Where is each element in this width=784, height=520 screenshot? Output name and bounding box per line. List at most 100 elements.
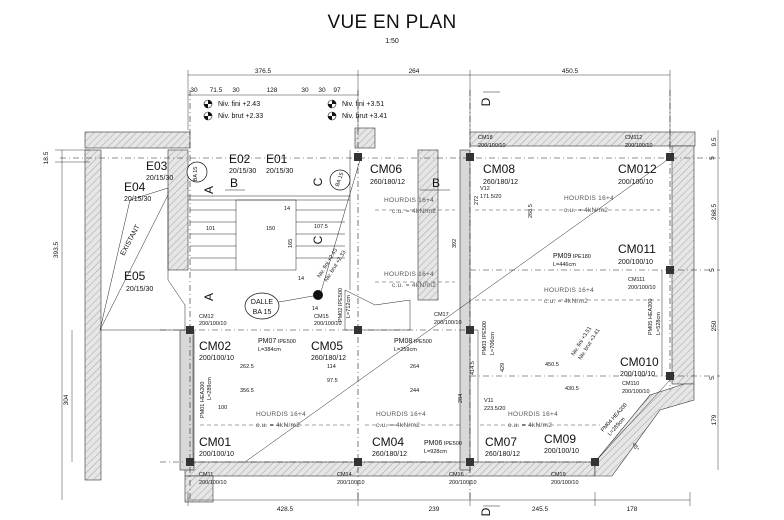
column-cm110-spec: 200/100/10 (622, 389, 650, 395)
dim-right-1: 9.5 (711, 137, 718, 146)
load-label-1: c.u. = 4kN/m2 (392, 208, 436, 215)
load-label-6: c.u. = 4kN/m2 (376, 422, 420, 429)
bottom-dimensions: 428.5 239 245.5 178 (187, 492, 691, 513)
wall-inner-1 (179, 329, 195, 471)
dim-inner: 414.5 (470, 361, 476, 375)
level-brut-2: Niv. brut +3.41 (342, 113, 387, 120)
column-cm110-name: CM110 (622, 381, 639, 387)
dim-inner: 114 (327, 364, 336, 370)
column-cm08-spec: 260/180/12 (483, 179, 518, 186)
level-brut-1: Niv. brut +2.33 (218, 113, 263, 120)
hourdis-label-2: HOURDIS 16+4 (564, 195, 614, 202)
dim-top-2: 264 (409, 68, 420, 75)
column-cm16-spec: 200/100/10 (449, 480, 477, 486)
column-marker (466, 153, 474, 161)
stair-e01-spec: 20/15/30 (266, 168, 293, 175)
lintel-v11: V11 (484, 398, 493, 404)
stair-e03-name: E03 (146, 159, 168, 173)
wall-chamfer (594, 383, 695, 477)
dalle-label: DALLE (251, 299, 274, 306)
dim-sub-5: 30 (301, 87, 309, 94)
dim-inner: 14 (284, 206, 290, 212)
dim-inner: 100 (218, 405, 227, 411)
dim-bottom-4: 178 (627, 506, 638, 513)
stair-e05-spec: 20/15/30 (126, 286, 153, 293)
hourdis-label-3: HOURDIS 16+4 (384, 271, 434, 278)
beam-pm01-length: L=289cm (207, 377, 213, 400)
wall-top-left (84, 131, 191, 149)
column-cm11-spec: 200/100/10 (199, 480, 227, 486)
column-cm04-spec: 260/180/12 (372, 451, 407, 458)
wall-left-existing (84, 149, 102, 481)
dim-inner: 14 (312, 306, 318, 312)
dim-right-6: 5 (709, 376, 716, 380)
hourdis-label-5: HOURDIS 16+4 (256, 411, 306, 418)
column-cm14-spec: 200/100/10 (337, 480, 365, 486)
beam-pm05-length: L=528cm (656, 312, 662, 335)
dim-inner: 356.5 (240, 388, 254, 394)
dim-inner: 165 (288, 239, 294, 248)
column-cm112-name: CM112 (625, 135, 642, 141)
hourdis-lines (200, 209, 660, 426)
column-cm09-spec: 200/100/10 (544, 448, 579, 455)
dim-inner: 97.5 (327, 378, 338, 384)
dim-left-3: 304 (63, 394, 70, 405)
landing-lines (344, 289, 411, 331)
dim-inner: 264 (410, 364, 419, 370)
dim-left-1: 18.5 (43, 151, 50, 164)
stair-e02-name: E02 (229, 152, 251, 166)
dim-inner: 107.5 (314, 224, 328, 230)
column-markers (186, 153, 674, 466)
stair-e04-spec: 20/15/30 (124, 196, 151, 203)
column-cm14-name: CM14 (337, 472, 352, 478)
dim-inner: 262.5 (240, 364, 254, 370)
dim-inner: 268.5 (528, 204, 534, 218)
beam-pm09-length: L=446cm (553, 262, 576, 268)
wall-inner-2 (459, 149, 471, 471)
column-cm111-spec: 200/100/10 (628, 285, 656, 291)
column-cm06-spec: 260/180/12 (370, 179, 405, 186)
hourdis-label-1: HOURDIS 16+4 (384, 197, 434, 204)
top-dimensions: 376.5 264 450.5 30 71.5 30 128 30 30 97 (187, 68, 671, 150)
dalle-column (313, 290, 323, 300)
column-cm07-name: CM07 (485, 435, 517, 449)
column-marker (354, 153, 362, 161)
column-marker (354, 458, 362, 466)
column-cm17-spec: 200/100/10 (434, 320, 462, 326)
beam-diagonal (244, 157, 671, 463)
dim-right-5: 250 (711, 320, 718, 331)
column-marker (186, 458, 194, 466)
dim-right-2: 5 (709, 156, 716, 160)
stair-geometry (99, 150, 411, 331)
column-marker (666, 372, 674, 380)
dim-inner: 272 (474, 196, 480, 205)
beam-pm07-length: L=384cm (258, 347, 281, 353)
lintel-v12-spec: 171.5/20 (480, 194, 501, 200)
wall-inner-stair (417, 149, 439, 301)
dim-inner: 430.5 (565, 386, 579, 392)
dim-sub-1: 30 (190, 87, 198, 94)
wall-left (167, 149, 189, 271)
column-cm02-spec: 200/100/10 (199, 355, 234, 362)
column-cm111-name: CM111 (628, 277, 645, 283)
column-cm012-name: CM012 (618, 162, 657, 176)
grid-lines (60, 90, 720, 500)
column-cm011-name: CM011 (618, 242, 656, 256)
lintel-v12: V12 (480, 186, 490, 192)
column-cm18-spec: 200/100/10 (478, 143, 506, 149)
dim-top-3: 450.5 (562, 68, 579, 75)
stair-e05-name: E05 (124, 269, 146, 283)
walls (84, 127, 696, 503)
dim-sub-6: 30 (318, 87, 326, 94)
dim-inner: 45° (630, 442, 639, 452)
dim-sub-4: 128 (267, 87, 278, 94)
beam-pm09-name: PM09 IPE180 (553, 253, 591, 260)
beam-pm08-name: PM08 IPE500 (394, 338, 432, 345)
column-cm04-name: CM04 (372, 435, 404, 449)
stair-existant-outline (99, 187, 186, 331)
small-column-labels: CM18 200/100/10 CM112 200/100/10 CM111 2… (199, 135, 656, 486)
column-cm12-name: CM12 (199, 314, 214, 320)
column-marker (666, 153, 674, 161)
section-a-lower: A (202, 293, 216, 301)
column-cm01-spec: 200/100/10 (199, 451, 234, 458)
